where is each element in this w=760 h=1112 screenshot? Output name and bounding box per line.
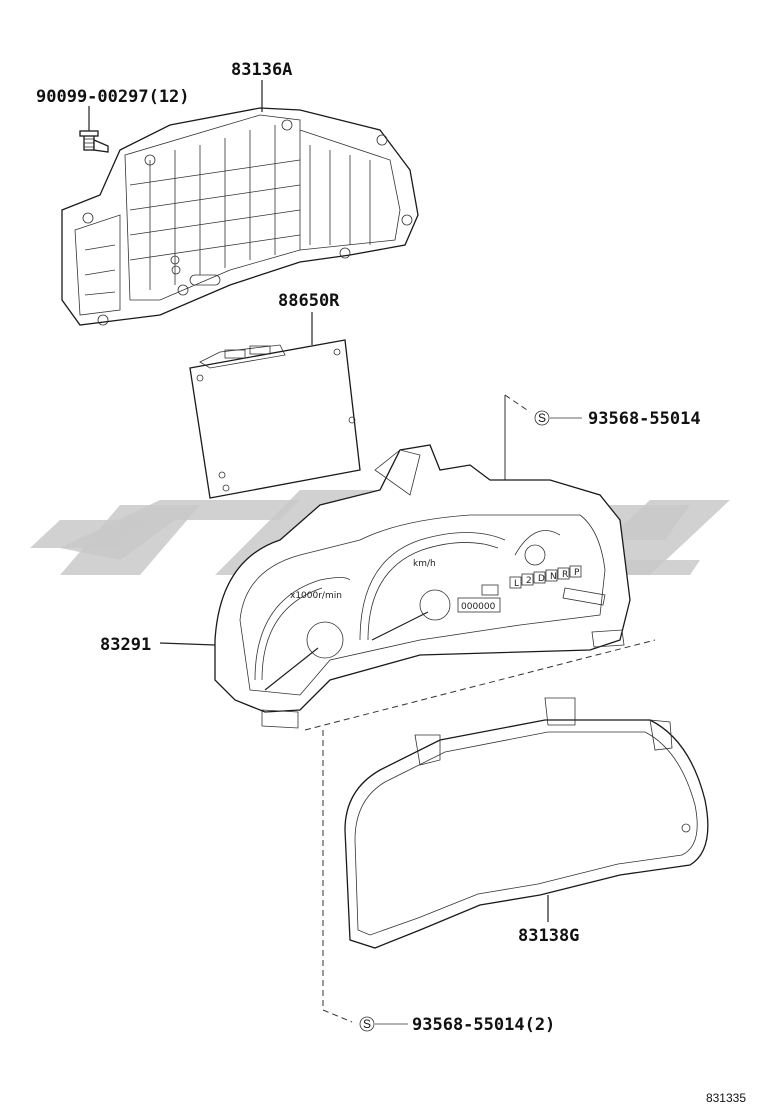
label-housing: 83136A [231, 60, 292, 80]
screw-bottom-guide [322, 730, 353, 1023]
meter-part: L 2 D N R P x1000r/min km/h 000000 [214, 444, 631, 729]
svg-text:R: R [562, 570, 568, 580]
label-board: 88650R [278, 291, 340, 311]
speed-unit-text: km/h [413, 559, 436, 569]
screw-top-symbol: S [534, 410, 550, 426]
circuit-board-part [189, 339, 361, 499]
screw-bottom-symbol: S [359, 1016, 375, 1032]
label-screw-top: 93568-55014 [588, 409, 701, 429]
figure-code: 831335 [706, 1091, 746, 1105]
label-bolt: 90099-00297(12) [36, 87, 190, 107]
meter-leader [159, 642, 216, 646]
meter-lens-guide [304, 639, 656, 731]
lens-part [344, 697, 709, 949]
svg-text:L: L [514, 579, 519, 589]
housing-part [61, 107, 419, 326]
svg-text:D: D [538, 574, 545, 584]
label-meter: 83291 [100, 635, 151, 655]
label-lens: 83138G [518, 926, 579, 946]
odometer-text: 000000 [461, 602, 496, 612]
tach-unit-text: x1000r/min [290, 591, 342, 601]
svg-text:N: N [550, 572, 557, 582]
svg-text:2: 2 [526, 576, 532, 586]
label-screw-bottom: 93568-55014(2) [412, 1015, 555, 1035]
svg-text:S: S [363, 1017, 371, 1031]
svg-text:S: S [538, 411, 546, 425]
screw-top-guide [504, 394, 531, 540]
shift-indicator [509, 565, 582, 589]
svg-text:P: P [574, 568, 580, 578]
bolt-part [79, 130, 109, 153]
